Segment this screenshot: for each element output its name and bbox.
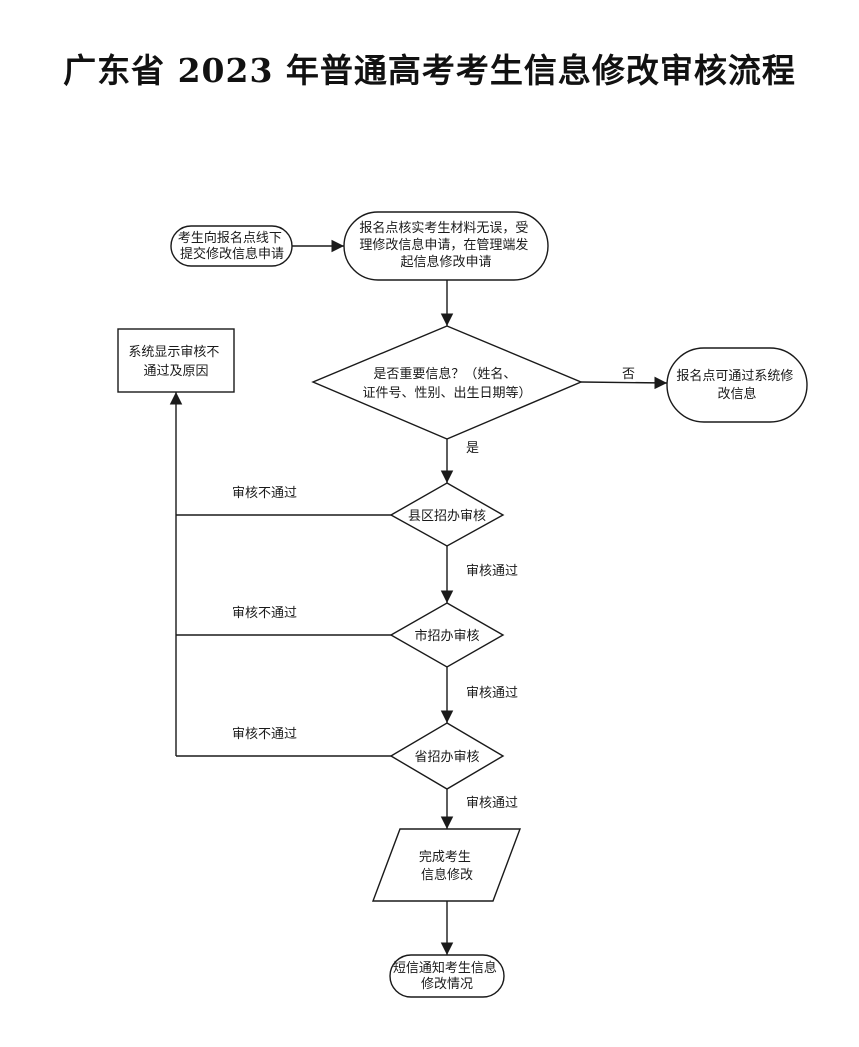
node-start (170, 225, 293, 267)
node-province (389, 722, 505, 790)
page-title: 广东省 2023 年普通高考考生信息修改审核流程 (63, 51, 796, 90)
label-city: 市招办审核 (414, 628, 479, 644)
edge-label-pass-county: 审核通过 (466, 564, 518, 579)
node-complete (371, 828, 522, 902)
edge-label-no: 否 (622, 367, 635, 382)
edge-label-pass-city: 审核通过 (466, 686, 518, 701)
edge-label-fail-city: 审核不通过 (232, 606, 297, 621)
label-complete: 完成考生 信息修改 (419, 850, 475, 883)
label-reject-display: 系统显示审核不 通过及原因 (128, 345, 223, 379)
edge-label-pass-province: 审核通过 (466, 796, 518, 811)
label-verify: 报名点核实考生材料无误，受 理修改信息申请，在管理端发 起信息修改申请 (359, 220, 532, 270)
label-local-edit: 报名点可通过系统修 改信息 (676, 368, 797, 402)
label-province: 省招办审核 (414, 750, 479, 765)
node-county (389, 482, 505, 547)
edge-label-fail-county: 审核不通过 (232, 486, 297, 501)
label-decision: 是否重要信息？（姓名、 证件号、性别、出生日期等） (362, 366, 531, 401)
node-decision (311, 325, 583, 440)
edge-label-fail-province: 审核不通过 (232, 727, 297, 742)
node-reject-display (117, 328, 235, 393)
node-verify (343, 211, 549, 281)
node-local-edit (666, 347, 808, 423)
edge-label-yes: 是 (466, 441, 479, 456)
label-start: 考生向报名点线下 提交修改信息申请 (178, 230, 286, 262)
label-county: 县区招办审核 (408, 509, 486, 524)
node-notify (389, 954, 505, 998)
label-notify: 短信通知考生信息 修改情况 (393, 960, 501, 992)
arrow-decision-no (580, 376, 668, 390)
node-city (389, 602, 505, 668)
